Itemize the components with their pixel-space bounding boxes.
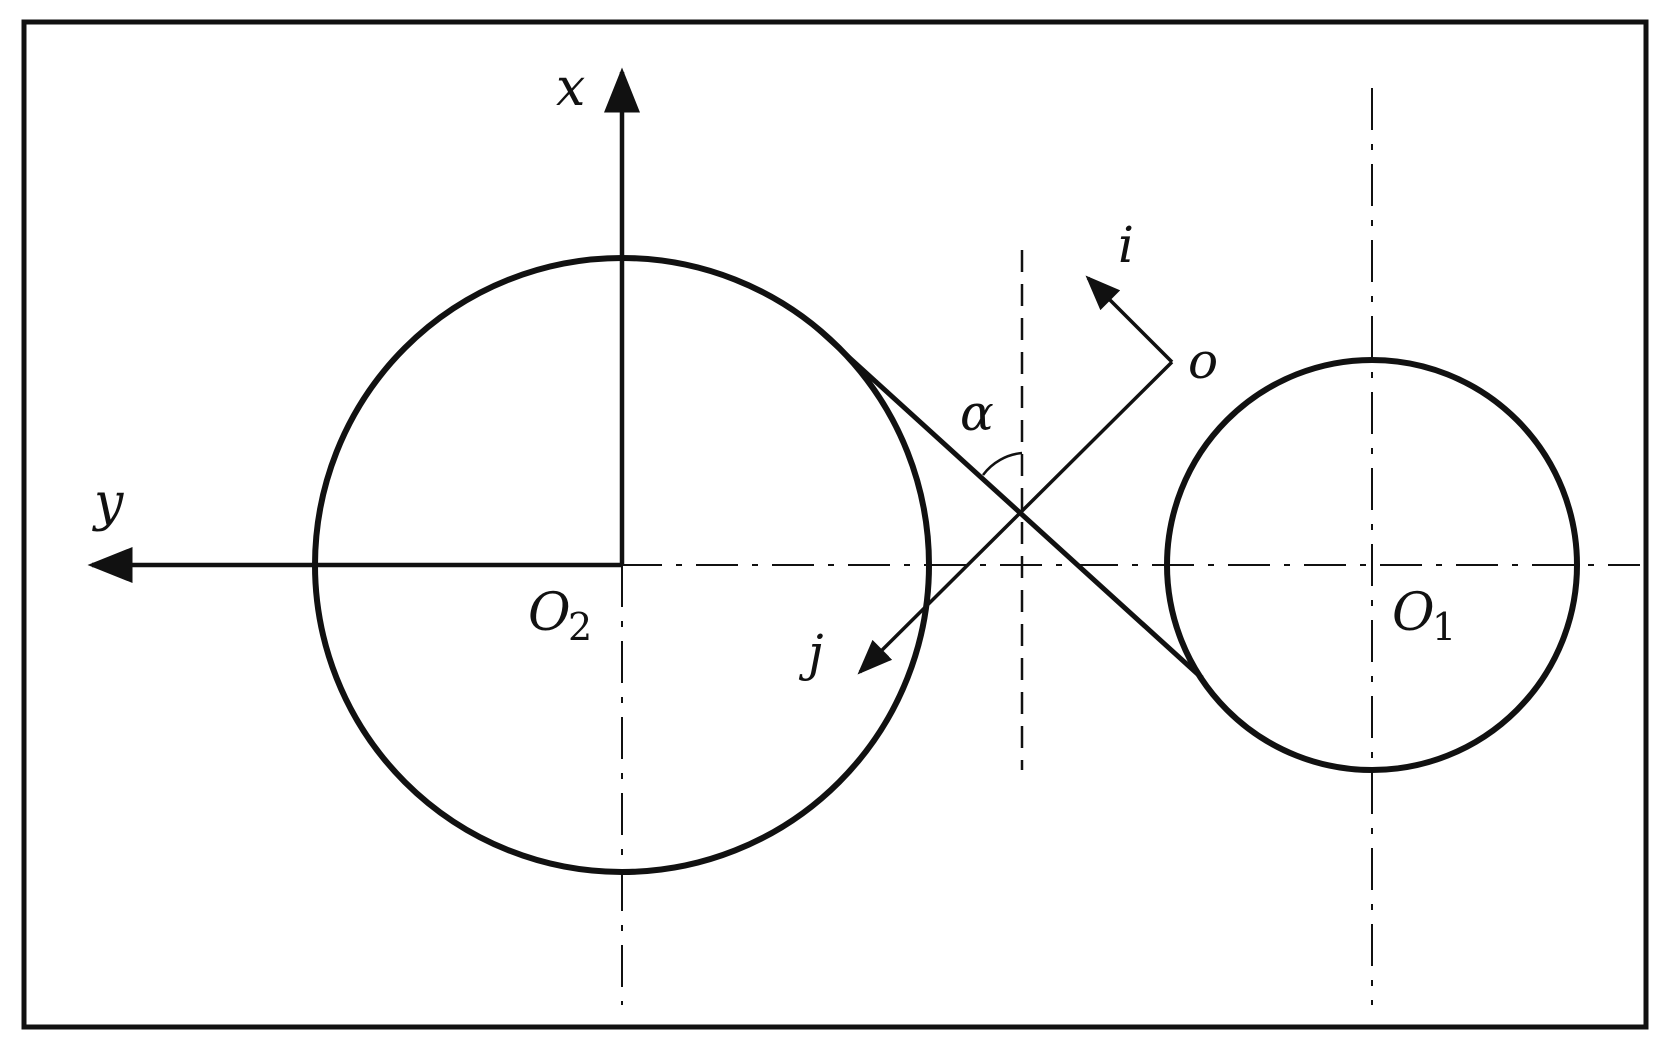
o1-label: O	[1392, 583, 1435, 643]
o2-label: O	[528, 583, 571, 643]
x-axis-label: x	[556, 58, 585, 118]
j-axis-label: j	[798, 624, 824, 682]
o1-subscript: 1	[1432, 605, 1456, 649]
i-axis-arrow	[1085, 275, 1174, 364]
frame-border	[21, 19, 1649, 1030]
pulley-o1	[1164, 357, 1580, 773]
y-axis-label: y	[92, 473, 124, 533]
i-axis-label: i	[1118, 216, 1134, 274]
alpha-angle-arc	[981, 451, 1023, 476]
j-axis-arrow	[857, 360, 1174, 675]
origin-o-label: o	[1188, 332, 1218, 390]
alpha-label: α	[960, 384, 994, 442]
belt-span-upper	[808, 320, 1204, 680]
o2-subscript: 2	[568, 605, 592, 649]
